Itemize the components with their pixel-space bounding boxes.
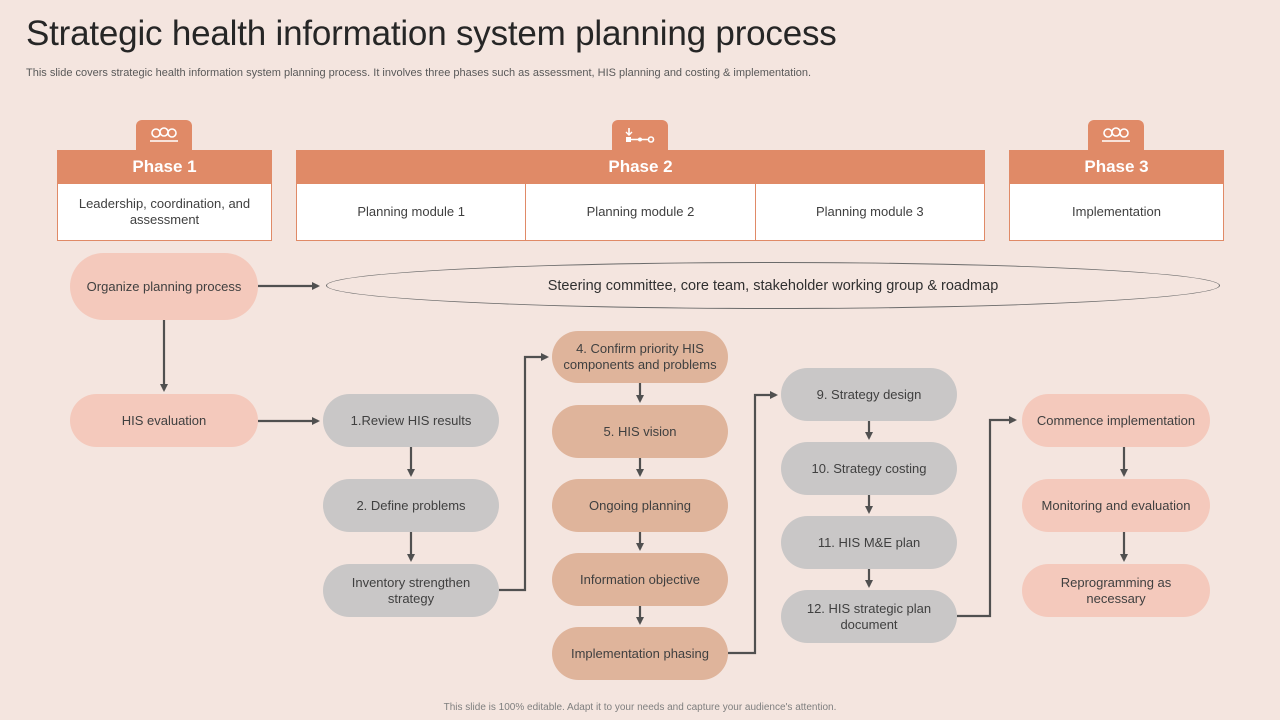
- phase-1-module: Leadership, coordination, and assessment: [78, 196, 251, 227]
- node-me-plan: 11. HIS M&E plan: [781, 516, 957, 569]
- phase-3-body: Implementation: [1009, 183, 1224, 241]
- node-confirm-priority: 4. Confirm priority HIS components and p…: [552, 331, 728, 383]
- arrow-document-to-commence: [957, 416, 1017, 618]
- footer-note: This slide is 100% editable. Adapt it to…: [443, 702, 837, 713]
- phase-1-body: Leadership, coordination, and assessment: [57, 183, 272, 241]
- node-define-problems: 2. Define problems: [323, 479, 499, 532]
- page-subtitle: This slide covers strategic health infor…: [26, 67, 812, 79]
- flow-icon: [625, 128, 655, 143]
- phase-2-body: Planning module 1 Planning module 2 Plan…: [296, 183, 985, 241]
- node-his-evaluation: HIS evaluation: [70, 394, 258, 447]
- node-monitoring-evaluation: Monitoring and evaluation: [1022, 479, 1210, 532]
- people-icon: [150, 127, 178, 142]
- arrow-inventory-to-confirm: [499, 353, 549, 592]
- node-his-vision: 5. HIS vision: [552, 405, 728, 458]
- node-commence-implementation: Commence implementation: [1022, 394, 1210, 447]
- steering-ellipse: Steering committee, core team, stakehold…: [326, 262, 1220, 309]
- arrow-phasing-to-design: [728, 391, 778, 655]
- page-title: Strategic health information system plan…: [26, 14, 837, 53]
- phase-3-module: Implementation: [1072, 204, 1161, 219]
- phase-1-tab: [136, 120, 192, 150]
- node-strategy-costing: 10. Strategy costing: [781, 442, 957, 495]
- node-organize-planning: Organize planning process: [70, 253, 258, 320]
- phase-3-tab: [1088, 120, 1144, 150]
- phase-2-header: Phase 2: [296, 150, 985, 183]
- node-implementation-phasing: Implementation phasing: [552, 627, 728, 680]
- node-strategy-design: 9. Strategy design: [781, 368, 957, 421]
- node-information-objective: Information objective: [552, 553, 728, 606]
- phase-1-header: Phase 1: [57, 150, 272, 183]
- node-inventory-strategy: Inventory strengthen strategy: [323, 564, 499, 617]
- phase-2-module-3: Planning module 3: [754, 184, 984, 240]
- node-review-results: 1.Review HIS results: [323, 394, 499, 447]
- node-ongoing-planning: Ongoing planning: [552, 479, 728, 532]
- node-strategic-plan-document: 12. HIS strategic plan document: [781, 590, 957, 643]
- people-icon: [1102, 127, 1130, 142]
- phase-3-header: Phase 3: [1009, 150, 1224, 183]
- phase-2-module-1: Planning module 1: [357, 204, 466, 219]
- node-reprogramming: Reprogramming as necessary: [1022, 564, 1210, 617]
- phase-2-module-2: Planning module 2: [525, 184, 754, 240]
- phase-2-tab: [612, 120, 668, 150]
